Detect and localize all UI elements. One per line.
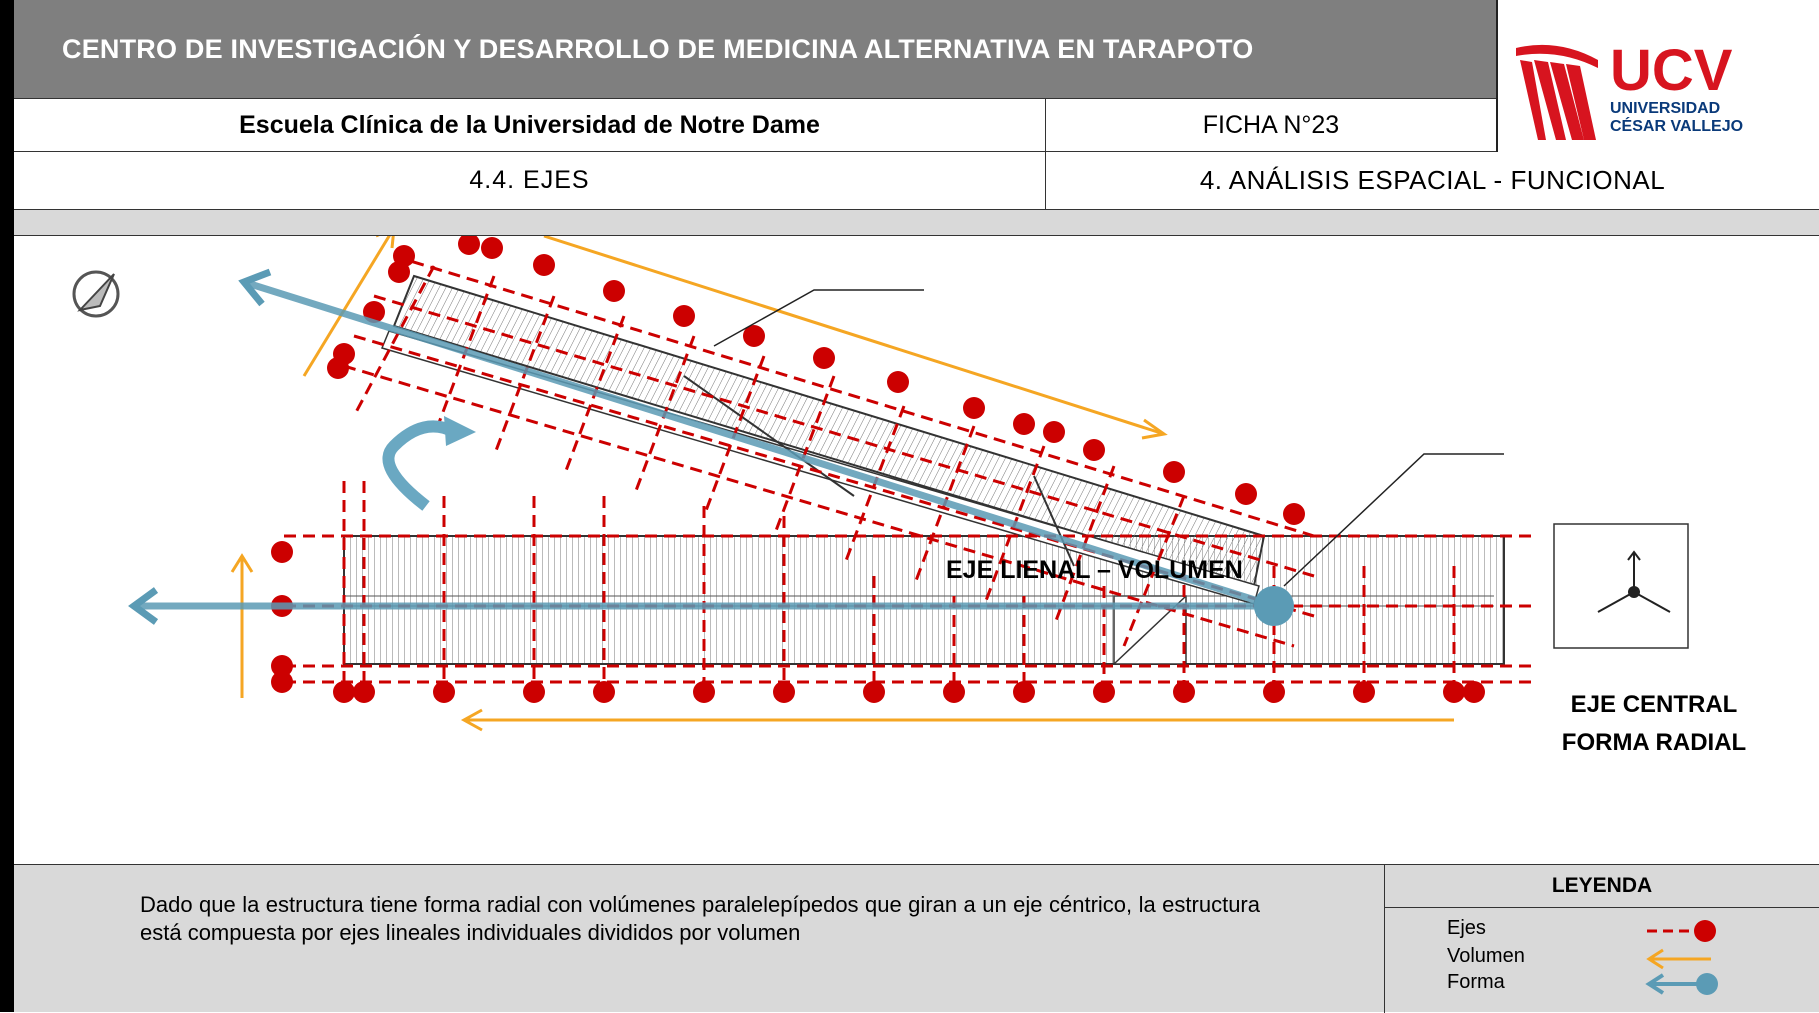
header-row-2: Escuela Clínica de la Universidad de Not… bbox=[14, 98, 1496, 152]
sheet-number: FICHA N°23 bbox=[1202, 110, 1340, 139]
school-name: Escuela Clínica de la Universidad de Not… bbox=[14, 99, 1046, 151]
logo-line2: CÉSAR VALLEJO bbox=[1610, 116, 1743, 135]
ucv-logo: UCV UNIVERSIDAD CÉSAR VALLEJO bbox=[1496, 0, 1819, 152]
section-title: 4.4. EJES bbox=[14, 152, 1046, 209]
label-eje-central-2: FORMA RADIAL bbox=[1561, 729, 1747, 756]
chapter-title: 4. ANÁLISIS ESPACIAL - FUNCIONAL bbox=[1199, 165, 1666, 195]
description-panel: Dado que la estructura tiene forma radia… bbox=[14, 864, 1819, 1013]
north-arrow-icon bbox=[72, 270, 120, 318]
project-title: CENTRO DE INVESTIGACIÓN Y DESARROLLO DE … bbox=[62, 33, 1254, 64]
label-eje-lineal: EJE LIENAL – VOLUMEN bbox=[946, 556, 1243, 584]
plan-diagram bbox=[72, 225, 1689, 732]
legend-forma-icon bbox=[1645, 973, 1718, 995]
legend-title: LEYENDA bbox=[1385, 865, 1819, 908]
label-eje-central: EJE CENTRAL FORMA RADIAL bbox=[1514, 686, 1794, 762]
legend-item-volumen: Volumen bbox=[1447, 945, 1525, 967]
legend: LEYENDA Ejes Volumen Forma bbox=[1384, 865, 1819, 1013]
leader-lines bbox=[713, 289, 1504, 587]
title-bar: CENTRO DE INVESTIGACIÓN Y DESARROLLO DE … bbox=[14, 0, 1496, 98]
legend-item-ejes: Ejes bbox=[1447, 917, 1486, 939]
axes-drawing: EJE LIENAL – VOLUMEN EJE CENTRAL FORMA R… bbox=[14, 225, 1819, 864]
label-eje-central-1: EJE CENTRAL bbox=[1570, 691, 1738, 718]
form-arrows bbox=[128, 268, 1294, 626]
separator-band bbox=[14, 210, 1819, 236]
axes-lines-horizontal bbox=[284, 481, 1534, 696]
axes-lines-rotated bbox=[343, 254, 1315, 648]
legend-ejes-icon bbox=[1647, 920, 1716, 942]
legend-symbols bbox=[1645, 920, 1718, 995]
logo-acronym: UCV bbox=[1610, 38, 1733, 103]
logo-line1: UNIVERSIDAD bbox=[1610, 100, 1720, 117]
volume-arrows bbox=[230, 225, 1454, 732]
radial-form-icon bbox=[1553, 523, 1689, 649]
description-text: Dado que la estructura tiene forma radia… bbox=[140, 892, 1260, 945]
ucv-logo-graphic: UCV UNIVERSIDAD CÉSAR VALLEJO bbox=[1516, 38, 1743, 140]
axis-markers bbox=[271, 233, 1485, 703]
legend-item-forma: Forma bbox=[1447, 971, 1505, 993]
header-row-3: 4.4. EJES 4. ANÁLISIS ESPACIAL - FUNCION… bbox=[14, 152, 1819, 210]
legend-volumen-icon bbox=[1646, 948, 1711, 970]
left-border bbox=[0, 0, 14, 1012]
